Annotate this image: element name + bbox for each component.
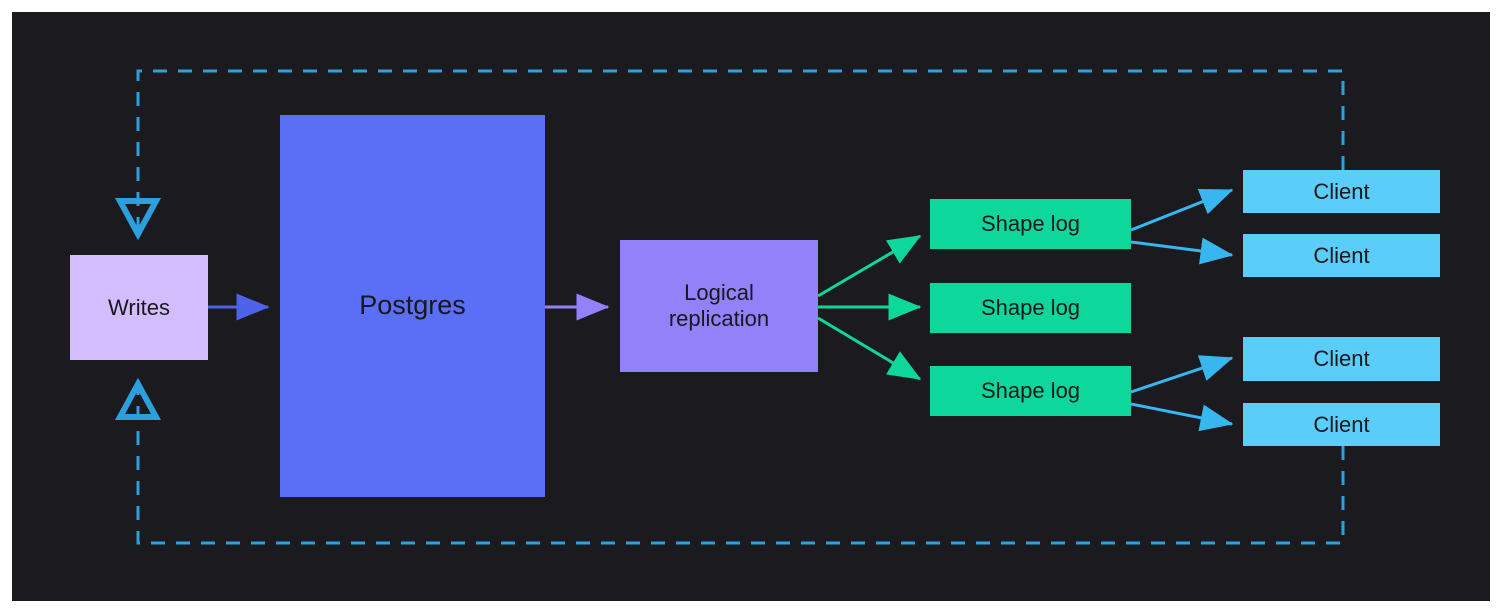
edge-shapelog1-to-client2 bbox=[1130, 237, 1234, 265]
node-shape-log-1[interactable]: Shape log bbox=[930, 199, 1131, 249]
edge-shapelog3-to-client3 bbox=[1130, 355, 1234, 394]
edge-logrep-to-shapelog-3 bbox=[817, 316, 922, 381]
diagram-edges-layer bbox=[12, 69, 1345, 545]
edge-logrep-to-shapelog-1 bbox=[817, 234, 922, 298]
node-postgres[interactable]: Postgres bbox=[280, 115, 545, 497]
node-client-1[interactable]: Client bbox=[1243, 170, 1440, 213]
edge-client-top-to-writes-dashed bbox=[138, 69, 1345, 234]
node-logical-replication[interactable]: Logical replication bbox=[620, 240, 818, 372]
diagram-canvas: Writes Postgres Logical replication Shap… bbox=[12, 12, 1490, 601]
edge-client-bottom-to-writes-dashed bbox=[138, 384, 1345, 545]
node-shape-log-3[interactable]: Shape log bbox=[930, 366, 1131, 416]
edge-shapelog3-to-client4 bbox=[1130, 402, 1234, 432]
node-shape-log-2[interactable]: Shape log bbox=[930, 283, 1131, 333]
node-client-4[interactable]: Client bbox=[1243, 403, 1440, 446]
node-writes[interactable]: Writes bbox=[70, 255, 208, 360]
node-client-3[interactable]: Client bbox=[1243, 337, 1440, 381]
node-client-2[interactable]: Client bbox=[1243, 234, 1440, 277]
edge-shapelog1-to-client1 bbox=[1130, 188, 1234, 232]
